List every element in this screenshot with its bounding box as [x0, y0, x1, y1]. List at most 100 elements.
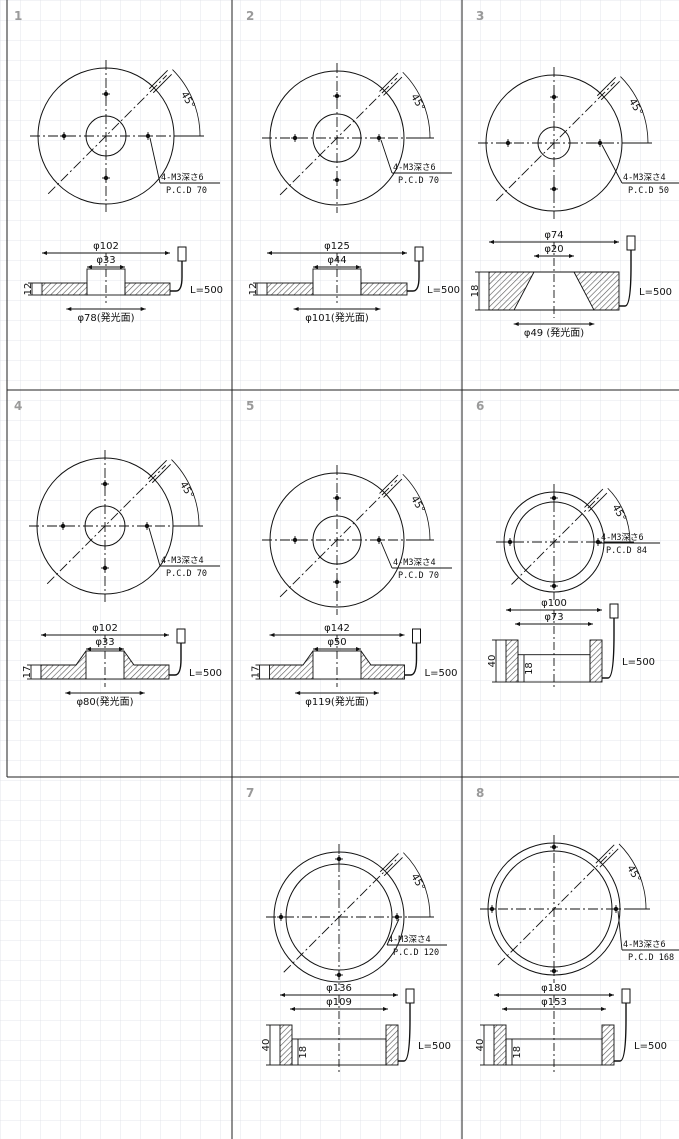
cable-line — [398, 1003, 411, 1062]
inner-diameter-dimension-arrow-right — [119, 647, 124, 651]
outer-diameter-dimension-arrow-left — [280, 993, 285, 997]
section-body-right — [124, 282, 171, 296]
cable-line — [170, 261, 183, 292]
section-body-left — [41, 282, 88, 296]
emit-diameter-dimension-arrow-right — [373, 691, 379, 695]
outer-diameter-label: φ100 — [541, 598, 567, 609]
pcd-note: P.C.D 70 — [398, 176, 439, 186]
cable-stub-line — [379, 474, 399, 494]
cable-length-label: L=500 — [427, 285, 460, 296]
section-ring-right — [385, 1024, 399, 1066]
height-label: 40 — [261, 1039, 272, 1052]
leader-line — [617, 910, 623, 951]
cable-line — [169, 643, 182, 676]
angle-arc — [172, 69, 201, 137]
emit-diameter-label: φ78(発光面) — [77, 311, 134, 324]
outer-diameter-dimension-arrow-left — [42, 251, 47, 255]
inner-diameter-label: φ33 — [96, 255, 115, 266]
cable-stub-line — [148, 70, 168, 90]
cable-length-label: L=500 — [189, 668, 222, 679]
outer-diameter-label: φ136 — [326, 983, 352, 994]
outer-diameter-dimension-arrow-right — [164, 633, 169, 637]
outer-diameter-dimension-arrow-right — [597, 608, 602, 612]
leader-line — [380, 541, 393, 569]
emit-diameter-dimension-arrow-right — [375, 307, 381, 311]
leader-line — [148, 527, 161, 567]
inner-diameter-dimension-arrow-left — [313, 647, 318, 651]
height-label: 12 — [248, 283, 259, 296]
inner-diameter-dimension-arrow-left — [515, 622, 520, 626]
panel-8-number: 8 — [476, 786, 484, 800]
angle-arc — [620, 76, 649, 144]
connector-icon — [609, 603, 619, 619]
inner-diameter-dimension-arrow-right — [120, 265, 125, 269]
inner-diameter-dimension-arrow-left — [313, 265, 318, 269]
inner-diameter-dimension-arrow-right — [383, 1007, 388, 1011]
panel-1-number: 1 — [14, 9, 22, 23]
connector-icon — [626, 235, 636, 251]
outer-diameter-dimension-arrow-left — [269, 633, 275, 637]
cable-stub-line — [600, 81, 620, 101]
inner-diameter-label: φ33 — [95, 637, 114, 648]
inner-diameter-dimension-arrow-left — [502, 1007, 507, 1011]
diagonal-center-line — [279, 479, 398, 598]
inner-diameter-label: φ109 — [326, 997, 352, 1008]
pcd-note: P.C.D 120 — [393, 948, 439, 958]
cable-stub-line — [379, 72, 399, 92]
inner-diameter-dimension-arrow-left — [290, 1007, 295, 1011]
emit-diameter-dimension-arrow-left — [66, 307, 72, 311]
emit-diameter-dimension-arrow-right — [139, 691, 145, 695]
diagonal-center-line — [46, 464, 167, 585]
hole-note: 4-M3深さ6 — [623, 940, 666, 950]
hole-note: 4-M3深さ6 — [393, 163, 436, 173]
outer-diameter-label: φ102 — [93, 241, 119, 252]
cable-stub-line — [152, 74, 172, 94]
cable-length-label: L=500 — [639, 287, 672, 298]
height-label: 40 — [487, 655, 498, 668]
hole-note: 4-M3深さ4 — [388, 935, 431, 945]
cable-length-label: L=500 — [622, 657, 655, 668]
connector-icon — [414, 246, 424, 262]
diagonal-center-line — [495, 81, 616, 202]
emit-diameter-label: φ101(発光面) — [305, 311, 369, 324]
cable-stub-line — [599, 848, 619, 868]
height-label: 40 — [475, 1039, 486, 1052]
angle-arc — [607, 487, 631, 543]
outer-diameter-dimension-arrow-left — [506, 608, 511, 612]
outer-diameter-label: φ125 — [324, 241, 350, 252]
cable-line — [619, 250, 632, 307]
inner-diameter-dimension-arrow-left — [534, 254, 539, 258]
cable-stub-line — [383, 857, 403, 877]
panel-4-number: 4 — [14, 399, 22, 413]
outer-diameter-label: φ142 — [324, 623, 350, 634]
inner-diameter-dimension-arrow-right — [601, 1007, 606, 1011]
connector-icon — [412, 628, 421, 644]
diagonal-center-line — [47, 74, 168, 195]
height-label: 17 — [22, 666, 33, 679]
inner-diameter-dimension-arrow-right — [569, 254, 574, 258]
inner-diameter-dimension-arrow-right — [356, 647, 361, 651]
emit-diameter-dimension-arrow-right — [589, 322, 595, 326]
outer-diameter-dimension-arrow-left — [41, 633, 46, 637]
inner-diameter-label: φ50 — [327, 637, 346, 648]
inner-height-label: 18 — [298, 1046, 309, 1059]
cable-length-label: L=500 — [418, 1041, 451, 1052]
height-label: 12 — [23, 283, 34, 296]
angle-arc — [618, 843, 647, 910]
outer-diameter-label: φ102 — [92, 623, 118, 634]
cable-length-label: L=500 — [634, 1041, 667, 1052]
emit-diameter-dimension-arrow-left — [293, 307, 299, 311]
section-ring-left — [505, 639, 519, 683]
section-body-left — [266, 282, 314, 296]
diagonal-center-line — [511, 497, 599, 585]
pcd-note: P.C.D 70 — [166, 186, 207, 196]
inner-height-label: 18 — [524, 662, 535, 675]
pcd-note: P.C.D 84 — [606, 546, 647, 556]
outer-diameter-label: φ74 — [544, 230, 563, 241]
outer-diameter-dimension-arrow-left — [489, 240, 494, 244]
